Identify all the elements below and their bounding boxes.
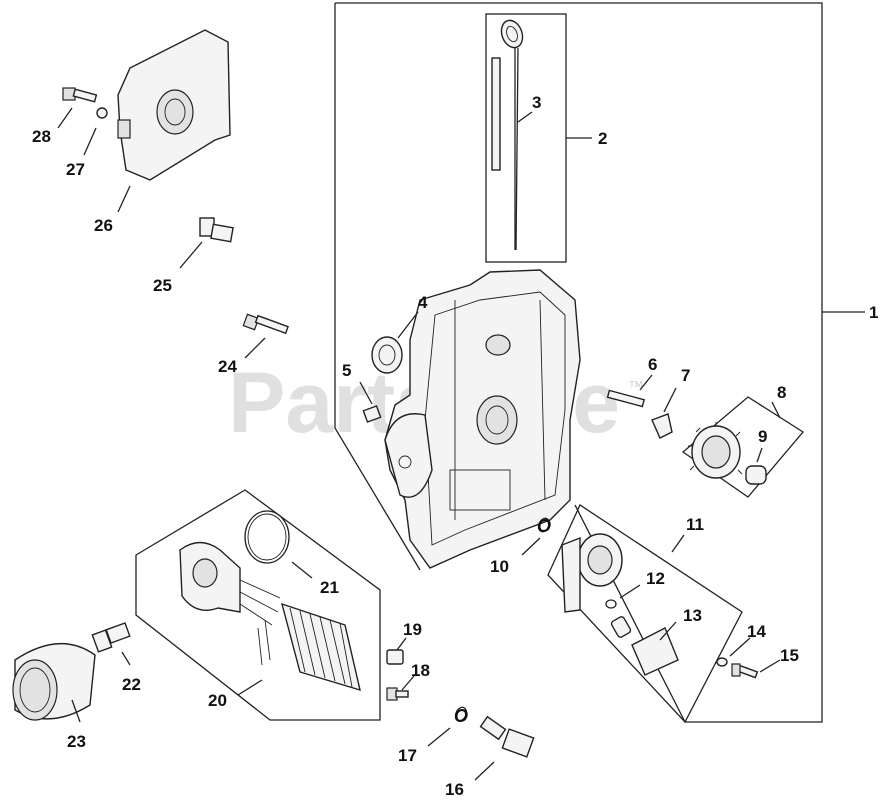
mounting-plate[interactable]	[117, 29, 231, 181]
screw-18[interactable]	[386, 687, 409, 701]
leader-22	[121, 651, 131, 666]
oil-sensor[interactable]	[479, 715, 535, 758]
leader-23	[71, 699, 81, 723]
callout-5[interactable]: 5	[342, 361, 351, 380]
callout-15[interactable]: 15	[780, 646, 799, 665]
leader-28	[57, 107, 73, 129]
oil-cooler[interactable]	[179, 541, 361, 692]
callout-23[interactable]: 23	[67, 732, 86, 751]
callout-22[interactable]: 22	[122, 675, 141, 694]
callout-19[interactable]: 19	[403, 620, 422, 639]
callout-27[interactable]: 27	[66, 160, 85, 179]
governor-gear-shaft[interactable]	[745, 465, 767, 485]
oil-filter[interactable]	[12, 643, 96, 721]
leader-13	[659, 621, 677, 641]
leader-25	[179, 241, 203, 269]
callout-4[interactable]: 4	[418, 293, 428, 312]
oring-mark-10: O	[537, 516, 551, 536]
oil-pump[interactable]	[561, 533, 623, 613]
washer-27[interactable]	[96, 107, 108, 119]
callout-1[interactable]: 1	[869, 303, 878, 322]
leader-16	[474, 761, 495, 781]
leader-14	[729, 637, 751, 657]
leader-21	[291, 561, 313, 579]
leader-15	[759, 659, 781, 673]
group-box-8	[681, 396, 804, 498]
callout-26[interactable]: 26	[94, 216, 113, 235]
bolt-28[interactable]	[62, 87, 98, 103]
group-box-20	[135, 489, 381, 721]
callout-21[interactable]: 21	[320, 578, 339, 597]
callout-16[interactable]: 16	[445, 780, 464, 799]
leader-8	[771, 401, 781, 419]
callout-11[interactable]: 11	[686, 515, 704, 534]
leader-24	[244, 337, 266, 359]
leader-11	[671, 534, 685, 553]
oring-12[interactable]	[605, 599, 617, 609]
callout-13[interactable]: 13	[683, 606, 702, 625]
callout-20[interactable]: 20	[208, 691, 227, 710]
crankcase-cover[interactable]	[384, 269, 581, 569]
oil-filter-adapter[interactable]	[91, 622, 131, 653]
oring-10-mark[interactable]	[537, 517, 552, 534]
governor-clip[interactable]	[651, 413, 673, 439]
callout-7[interactable]: 7	[681, 366, 690, 385]
leader-18	[401, 675, 415, 691]
screw-15[interactable]	[731, 663, 759, 679]
oil-pressure-relief[interactable]	[610, 616, 679, 676]
leader-6	[639, 374, 653, 391]
watermark-trademark: ™	[628, 379, 644, 396]
callout-6[interactable]: 6	[648, 355, 657, 374]
clip-nut-19[interactable]	[386, 649, 404, 665]
washer-14[interactable]	[716, 657, 728, 667]
callout-2[interactable]: 2	[598, 129, 607, 148]
callout-8[interactable]: 8	[777, 383, 786, 402]
leader-3	[517, 111, 533, 123]
oring-17-mark[interactable]	[454, 706, 469, 723]
pipe-plug[interactable]	[362, 405, 382, 423]
leader-19	[396, 637, 407, 651]
bolt-24[interactable]	[242, 313, 289, 335]
oring-21[interactable]	[244, 510, 290, 564]
callout-24[interactable]: 24	[218, 357, 237, 376]
governor-gear[interactable]	[688, 422, 743, 479]
oil-seal[interactable]	[371, 336, 403, 374]
leader-4	[397, 311, 419, 339]
leader-10	[521, 537, 541, 556]
callout-9[interactable]: 9	[758, 427, 767, 446]
leader-5	[359, 381, 373, 405]
callout-17[interactable]: 17	[398, 746, 417, 765]
oil-pressure-switch[interactable]	[199, 217, 234, 243]
leader-9	[756, 447, 763, 463]
oring-mark-17: O	[454, 706, 468, 726]
leader-20	[237, 679, 263, 696]
leader-17	[427, 727, 451, 747]
callout-25[interactable]: 25	[153, 276, 172, 295]
callout-12[interactable]: 12	[646, 569, 665, 588]
callout-14[interactable]: 14	[747, 622, 766, 641]
callout-28[interactable]: 28	[32, 127, 51, 146]
callout-18[interactable]: 18	[411, 661, 430, 680]
dipstick[interactable]	[491, 17, 526, 251]
callout-3[interactable]: 3	[532, 93, 541, 112]
leader-27	[83, 127, 97, 156]
dowel-pin[interactable]	[606, 389, 646, 408]
leader-26	[117, 185, 131, 213]
leader-7	[663, 387, 677, 413]
callout-10[interactable]: 10	[490, 557, 509, 576]
group-box-11	[547, 504, 743, 724]
leader-12	[619, 584, 641, 599]
